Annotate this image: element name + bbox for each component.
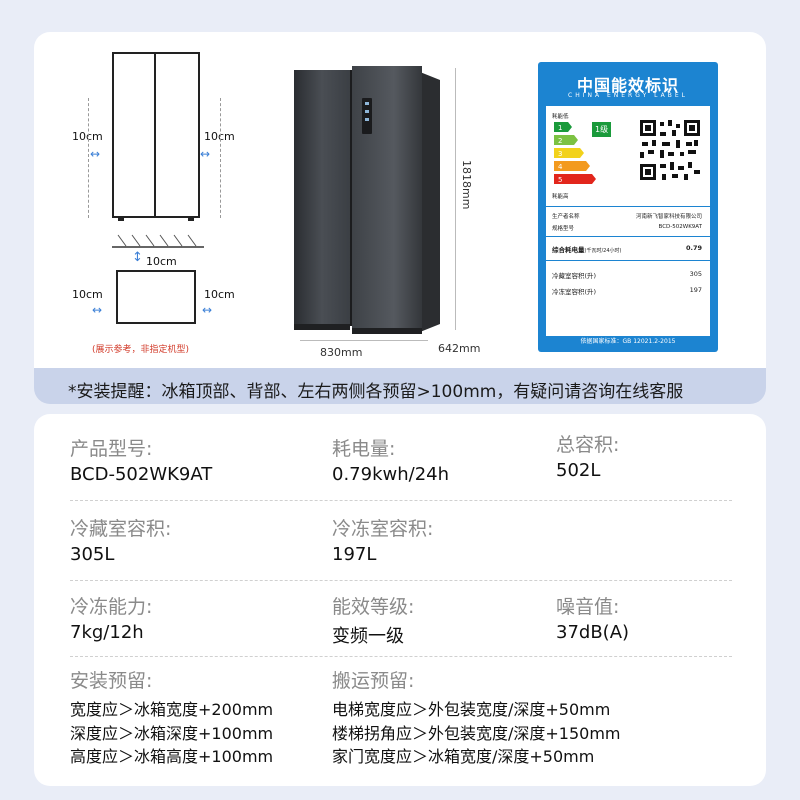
spec-divider xyxy=(70,656,732,657)
spec-efficiency-label: 能效等级: xyxy=(332,596,415,618)
energy-label-footer: 依据国家标准：GB 12021.2-2015 xyxy=(580,338,676,345)
install-line-depth: 深度应＞冰箱深度+100mm xyxy=(70,724,274,743)
fridge-volume-label: 冷藏室容积(升) xyxy=(552,272,597,280)
spec-power-label: 耗电量: xyxy=(332,438,396,460)
clearance-right-top: 10cm xyxy=(204,288,235,301)
grade-mark-3: 3 xyxy=(558,150,562,158)
clearance-right-front: 10cm xyxy=(204,130,235,143)
arrow-vertical-icon: ↕ xyxy=(132,250,143,265)
arrow-left-icon: ↔ xyxy=(90,147,101,161)
clearance-left-front: 10cm xyxy=(72,130,103,143)
spec-divider xyxy=(70,580,732,581)
depth-dimension: 642mm xyxy=(438,342,481,355)
freezer-volume-label: 冷冻室容积(升) xyxy=(552,288,597,296)
fridge-product-image xyxy=(294,66,440,334)
manufacturer-label: 生产者名称 xyxy=(552,214,580,220)
consumption-unit: (千瓦时/24小时) xyxy=(584,248,622,254)
spec-freezing-label: 冷冻能力: xyxy=(70,596,153,618)
spec-model-value: BCD-502WK9AT xyxy=(70,464,213,485)
transport-line-door: 家门宽度应＞冰箱宽度/深度+50mm xyxy=(332,747,595,766)
fridge-volume-value: 305 xyxy=(689,270,702,278)
energy-high-label: 耗能高 xyxy=(552,194,569,200)
spec-freezing-value: 7kg/12h xyxy=(70,622,144,643)
clearance-back: 10cm xyxy=(146,255,177,268)
grade-mark-4: 4 xyxy=(558,163,563,171)
grade-mark-2: 2 xyxy=(558,137,562,145)
spec-install-label: 安装预留: xyxy=(70,670,153,692)
model-label: 规格型号 xyxy=(552,226,575,232)
install-line-width: 宽度应＞冰箱宽度+200mm xyxy=(70,700,274,719)
energy-label-subtitle: CHINA ENERGY LABEL xyxy=(568,92,688,99)
energy-grade-badge: 1级 xyxy=(592,122,612,137)
spec-model-label: 产品型号: xyxy=(70,438,153,460)
height-dimension: 1818mm xyxy=(460,160,473,210)
spec-freezer-value: 197L xyxy=(332,544,377,565)
fridge-top-outline xyxy=(116,270,196,324)
fridge-front-outline xyxy=(112,52,200,221)
spec-total-value: 502L xyxy=(556,460,601,481)
spec-card xyxy=(34,414,766,786)
model-value: BCD-502WK9AT xyxy=(658,224,702,230)
spec-noise-value: 37dB(A) xyxy=(556,622,630,643)
consumption-label: 综合耗电量 xyxy=(552,246,585,254)
width-dimension: 830mm xyxy=(320,346,363,359)
energy-low-label: 耗能低 xyxy=(552,114,569,120)
qr-code-icon xyxy=(638,118,702,182)
spec-efficiency-value: 变频一级 xyxy=(332,626,404,647)
consumption-value: 0.79 xyxy=(685,244,702,252)
grade-mark-5: 5 xyxy=(558,176,562,184)
spec-divider xyxy=(70,500,732,501)
spec-noise-label: 噪音值: xyxy=(556,596,620,618)
arrow-right-icon: ↔ xyxy=(200,147,211,161)
energy-grade-bars: 1 2 3 4 5 xyxy=(554,122,596,184)
arrow-left-icon: ↔ xyxy=(92,303,103,317)
spec-fridge-value: 305L xyxy=(70,544,115,565)
energy-label: 中国能效标识 CHINA ENERGY LABEL 耗能低 1 2 3 4 5 … xyxy=(538,62,718,352)
energy-label-title: 中国能效标识 xyxy=(576,76,679,95)
spec-fridge-label: 冷藏室容积: xyxy=(70,518,172,540)
reference-note: (展示参考，非指定机型) xyxy=(92,345,190,355)
freezer-volume-value: 197 xyxy=(689,286,702,294)
arrow-right-icon: ↔ xyxy=(202,303,213,317)
spec-total-label: 总容积: xyxy=(556,434,620,456)
spec-power-value: 0.79kwh/24h xyxy=(332,464,450,485)
clearance-left-top: 10cm xyxy=(72,288,103,301)
transport-line-elevator: 电梯宽度应＞外包装宽度/深度+50mm xyxy=(332,700,611,719)
wall-hatch-icon xyxy=(112,234,204,248)
spec-freezer-label: 冷冻室容积: xyxy=(332,518,434,540)
grade-mark-1: 1 xyxy=(558,124,562,132)
manufacturer-value: 河南新飞智家科技有限公司 xyxy=(635,214,702,220)
install-line-height: 高度应＞冰箱高度+100mm xyxy=(70,747,274,766)
spec-transport-label: 搬运预留: xyxy=(332,670,415,692)
install-notice-bar: *安装提醒：冰箱顶部、背部、左右两侧各预留>100mm，有疑问请咨询在线客服 xyxy=(34,368,766,404)
install-notice: *安装提醒：冰箱顶部、背部、左右两侧各预留>100mm，有疑问请咨询在线客服 xyxy=(68,382,684,402)
transport-line-stairs: 楼梯拐角应＞外包装宽度/深度+150mm xyxy=(332,724,621,743)
